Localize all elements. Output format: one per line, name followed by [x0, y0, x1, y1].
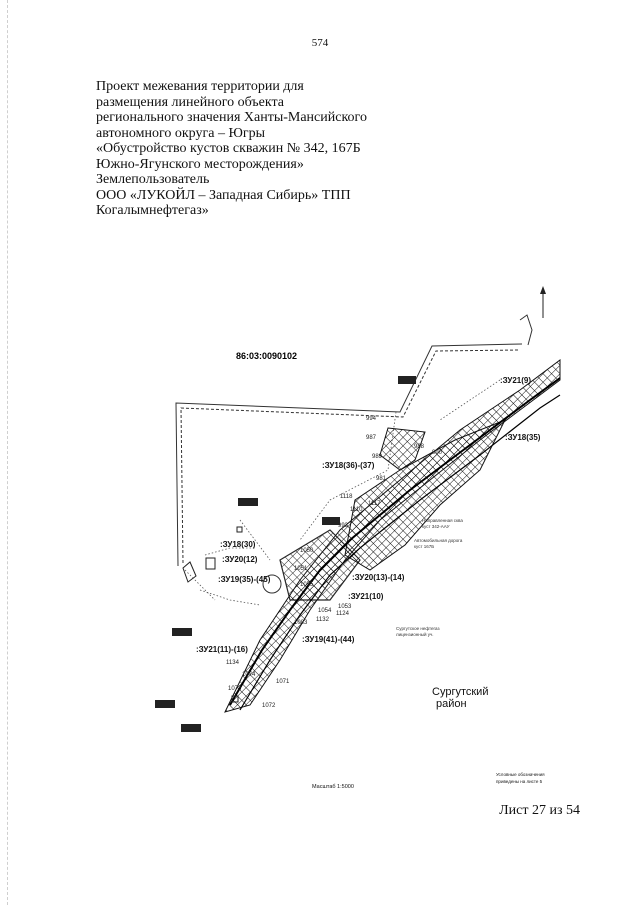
point-number: 1050 [300, 548, 314, 554]
pipeline-corridor [224, 359, 561, 713]
title-line: Южно-Ягунского месторождения» [96, 156, 304, 172]
north-arrow-icon [540, 286, 546, 318]
title-line: автономного округа – Югры [96, 125, 265, 141]
district-label: Сургутский [432, 686, 488, 698]
plot-label: :ЗУ21(9) [500, 376, 531, 385]
title-line: Проект межевания территории для [96, 79, 304, 94]
sheet-number: Лист 27 из 54 [499, 803, 580, 818]
map-annotation: куст 342-ААУ [422, 524, 450, 529]
title-line: ООО «ЛУКОЙЛ – Западная Сибирь» ТПП [96, 187, 351, 203]
legend-note: Условные обозначения [496, 772, 545, 777]
point-number: 990 [432, 450, 443, 456]
title-line: Землепользователь [96, 172, 210, 187]
legend-note: приведены на листе 5 [496, 779, 543, 784]
point-number: 1074 [242, 672, 256, 678]
plot-label: :ЗУ18(30) [220, 540, 256, 549]
map-annotation: куст 167Б [414, 544, 434, 549]
point-number: 981 [376, 476, 387, 482]
plot-label: :ЗУ21(10) [348, 592, 384, 601]
plot-label: :ЗУ19(35)-(45) [218, 575, 271, 584]
point-number: 1072 [262, 703, 276, 709]
point-number: 989 [372, 454, 383, 460]
point-number: 1083 [294, 620, 308, 626]
point-number: 993 [338, 523, 349, 529]
point-number: 1124 [336, 611, 350, 617]
point-number: 994 [366, 416, 377, 422]
plot-label: :ЗУ18(36)-(37) [322, 461, 375, 470]
map-structures [182, 526, 243, 703]
district-label: район [436, 698, 467, 710]
page-number: 574 [311, 37, 329, 49]
plot-label: :ЗУ18(35) [505, 433, 541, 442]
point-number: 987 [366, 435, 377, 441]
title-line: Когалымнефтегаз» [96, 203, 209, 218]
point-number: 1118 [340, 494, 353, 500]
plot-label: :ЗУ20(12) [222, 555, 258, 564]
cadastral-block-label: 86:03:0090102 [236, 351, 297, 361]
point-number: 1055 [300, 582, 314, 588]
left-margin-line [7, 0, 8, 905]
point-number: 1132 [316, 617, 330, 623]
point-number: 1054 [318, 608, 332, 614]
point-number: 1071 [276, 679, 290, 685]
map-annotation: Направленная сква [422, 518, 463, 523]
point-number: 1051 [294, 566, 308, 572]
point-number: 988 [414, 444, 425, 450]
title-line: «Обустройство кустов скважин № 342, 167Б [96, 141, 361, 156]
point-number: 1134 [226, 660, 240, 666]
map-annotation: лицензионный уч. [396, 631, 434, 637]
map-annotation: Автомобильная дорога [414, 538, 463, 543]
land-boundary [175, 314, 533, 567]
map-annotation: Сургутское нефтегаз [396, 626, 440, 631]
black-labels [155, 376, 416, 732]
map-scale: Масштаб 1:5000 [312, 784, 354, 790]
plot-label: :ЗУ21(11)-(16) [196, 645, 248, 654]
point-number: 1117 [368, 501, 381, 507]
point-number: 1110 [350, 507, 363, 513]
point-number: 1053 [338, 604, 352, 610]
plot-label: :ЗУ20(13)-(14) [352, 573, 405, 582]
title-line: размещения линейного объекта [96, 94, 284, 110]
title-line: регионального значения Ханты-Мансийского [96, 110, 367, 125]
document-title: Проект межевания территории для размещен… [96, 79, 416, 219]
point-number: 1073 [228, 686, 242, 692]
plot-label: :ЗУ19(41)-(44) [302, 635, 355, 644]
